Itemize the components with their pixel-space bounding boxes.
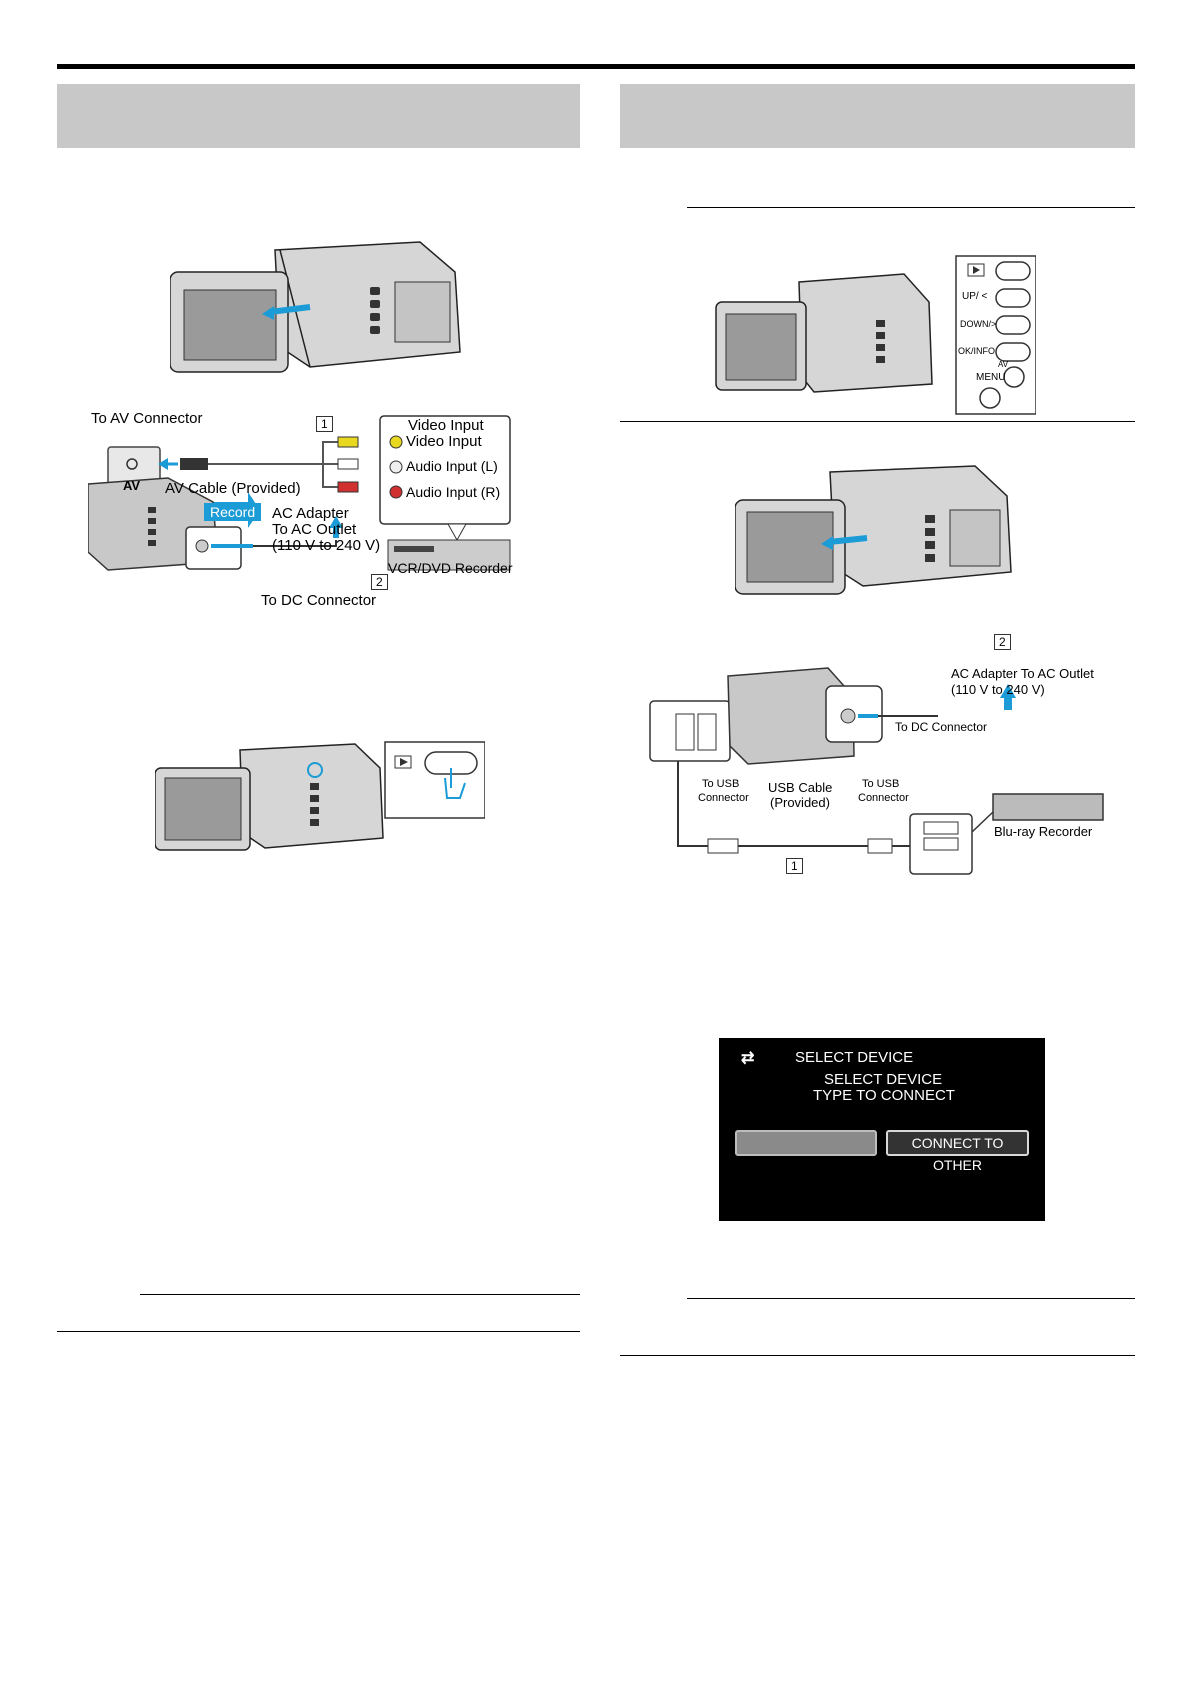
- vcr-dvd-recorder-label: VCR/DVD Recorder: [388, 560, 512, 576]
- up-label: UP/ <: [962, 291, 987, 302]
- camcorder-open-lcd-illustration: [170, 232, 480, 380]
- right-rule-2: [620, 421, 1135, 422]
- step-2-marker: 2: [371, 574, 388, 590]
- usb-connection-diagram: 2 AC Adapter To AC Outlet (110 V to 240 …: [648, 636, 1108, 876]
- okinfo-label: OK/INFO: [958, 346, 995, 356]
- usb-voltage-label: (110 V to 240 V): [951, 682, 1045, 697]
- screen-title: SELECT DEVICE: [795, 1049, 913, 1066]
- av-button-label: AV: [998, 360, 1008, 369]
- av-jack-label: AV: [123, 478, 140, 493]
- audio-input-l-label: Audio Input (L): [406, 458, 498, 474]
- usb-cable-line1: USB Cable: [768, 780, 832, 795]
- right-rule-3: [687, 1298, 1135, 1299]
- to-usb-left-line2: Connector: [698, 792, 749, 804]
- audio-input-r-label: Audio Input (R): [406, 484, 500, 500]
- camcorder-button-panel-drawing: [714, 252, 1036, 416]
- video-input-title: Video Input: [408, 417, 484, 434]
- usb-ac-adapter-label: AC Adapter To AC Outlet: [951, 666, 1094, 681]
- left-rule-1: [140, 1294, 580, 1295]
- ac-adapter-label: AC Adapter: [272, 505, 349, 522]
- av-cable-label: AV Cable (Provided): [165, 480, 301, 497]
- step-1-marker: 1: [316, 416, 333, 432]
- screen-line-2: TYPE TO CONNECT: [813, 1087, 955, 1104]
- to-usb-right-line2: Connector: [858, 792, 909, 804]
- connect-icon: ⇄: [741, 1048, 754, 1068]
- right-rule-1: [687, 207, 1135, 208]
- usb-step-2-marker: 2: [994, 634, 1011, 650]
- camcorder-button-panel: UP/ < DOWN/> OK/INFO AV MENU: [714, 252, 1036, 416]
- camcorder-playback-button-illustration: [155, 738, 485, 858]
- usb-to-dc-label: To DC Connector: [895, 720, 987, 734]
- to-av-connector-label: To AV Connector: [91, 410, 202, 427]
- select-device-screen: ⇄ SELECT DEVICE SELECT DEVICE TYPE TO CO…: [719, 1038, 1045, 1221]
- usb-step-1-marker: 1: [786, 858, 803, 874]
- device-option-button[interactable]: [735, 1130, 877, 1156]
- record-badge: Record: [204, 503, 261, 521]
- menu-button-label: MENU: [976, 372, 1005, 383]
- camcorder-open-lcd-illustration-right: [735, 460, 1035, 600]
- voltage-label: (110 V to 240 V): [272, 537, 380, 554]
- top-rule: [57, 64, 1135, 69]
- right-section-header: [620, 84, 1135, 148]
- to-usb-left-line1: To USB: [702, 778, 739, 790]
- left-section-header: [57, 84, 580, 148]
- left-rule-2: [57, 1331, 580, 1332]
- down-label: DOWN/>: [960, 319, 996, 329]
- connect-to-other-button[interactable]: CONNECT TO OTHER: [886, 1130, 1029, 1156]
- bluray-recorder-label: Blu-ray Recorder: [994, 824, 1092, 839]
- av-connection-diagram: To AV Connector AV AV Cable (Provided) R…: [88, 412, 568, 617]
- video-input-label: Video Input: [406, 433, 482, 450]
- to-dc-connector-label: To DC Connector: [261, 592, 376, 609]
- right-rule-4: [620, 1355, 1135, 1356]
- to-usb-right-line1: To USB: [862, 778, 899, 790]
- usb-cable-line2: (Provided): [770, 795, 830, 810]
- screen-line-1: SELECT DEVICE: [824, 1071, 942, 1088]
- to-ac-outlet-label: To AC Outlet: [272, 521, 356, 538]
